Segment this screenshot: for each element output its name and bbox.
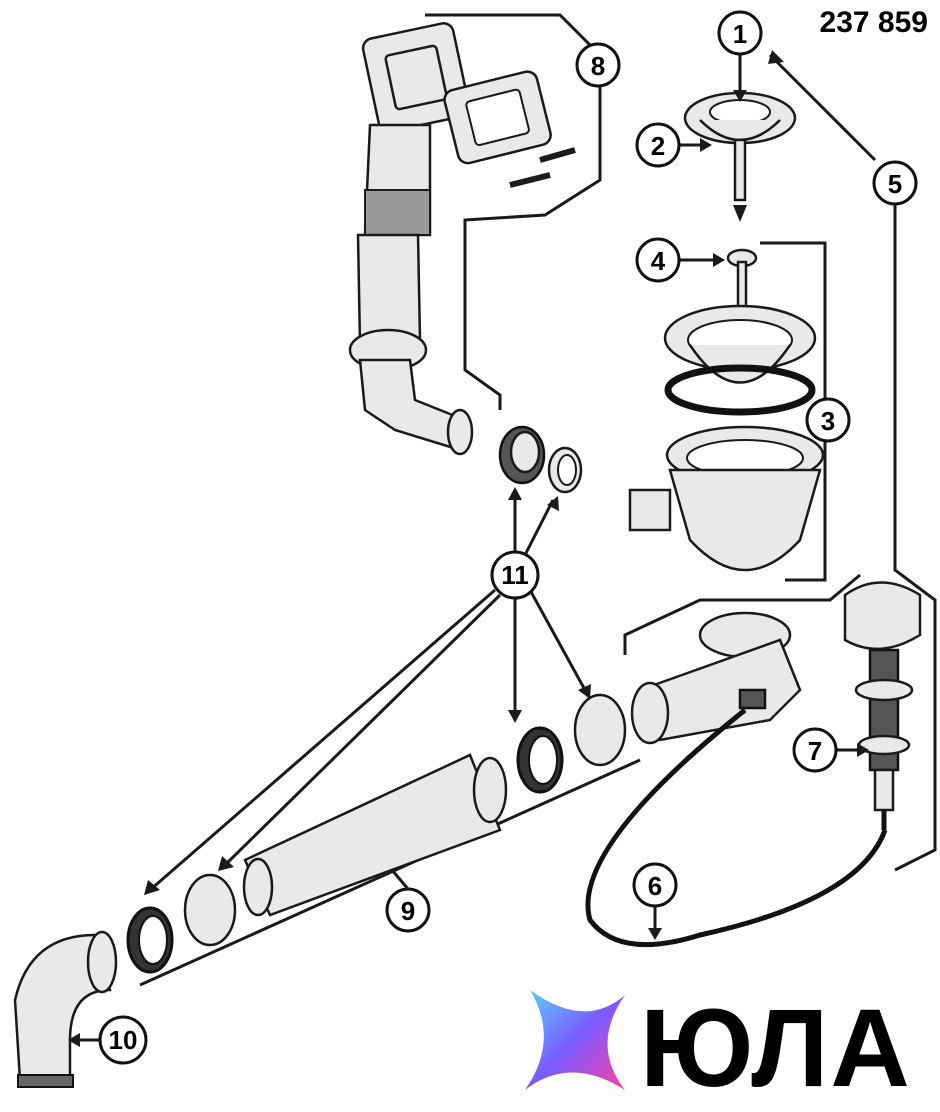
svg-text:7: 7: [808, 736, 822, 766]
logo-star-icon: [525, 990, 625, 1090]
callout-4: 4: [635, 237, 681, 283]
callout-6: 6: [632, 862, 678, 908]
callout-9: 9: [385, 869, 431, 933]
svg-text:3: 3: [821, 406, 835, 436]
svg-text:8: 8: [591, 51, 605, 81]
svg-text:10: 10: [109, 1025, 138, 1055]
callout-11: 11: [490, 550, 540, 600]
callout-3: 3: [805, 397, 851, 443]
control-cable: [585, 708, 888, 948]
connector-nut-top: [498, 425, 583, 494]
waste-body: [628, 241, 827, 582]
control-knob: [835, 581, 922, 830]
svg-text:4: 4: [651, 246, 666, 276]
waste-outlet: [623, 573, 861, 745]
main-pipe: [126, 693, 641, 987]
callout-11-arrows: [144, 487, 591, 895]
svg-text:6: 6: [648, 871, 662, 901]
logo-text: ЮЛА: [640, 987, 912, 1110]
callout-5: 5: [872, 160, 918, 206]
svg-text:11: 11: [501, 560, 529, 590]
callout-7: 7: [792, 727, 838, 773]
strainer-basket: [683, 55, 797, 222]
svg-text:2: 2: [651, 131, 665, 161]
overflow-assembly: [348, 13, 602, 456]
elbow-fitting: [13, 930, 118, 1088]
callout-8: 8: [575, 42, 621, 88]
callout-1: 1: [717, 10, 763, 56]
svg-text:1: 1: [733, 19, 747, 49]
callout-10: 10: [98, 1015, 148, 1065]
svg-text:9: 9: [401, 896, 415, 926]
callout-2: 2: [635, 122, 681, 168]
svg-text:5: 5: [888, 169, 902, 199]
part-number-label: 237 859: [819, 6, 928, 39]
